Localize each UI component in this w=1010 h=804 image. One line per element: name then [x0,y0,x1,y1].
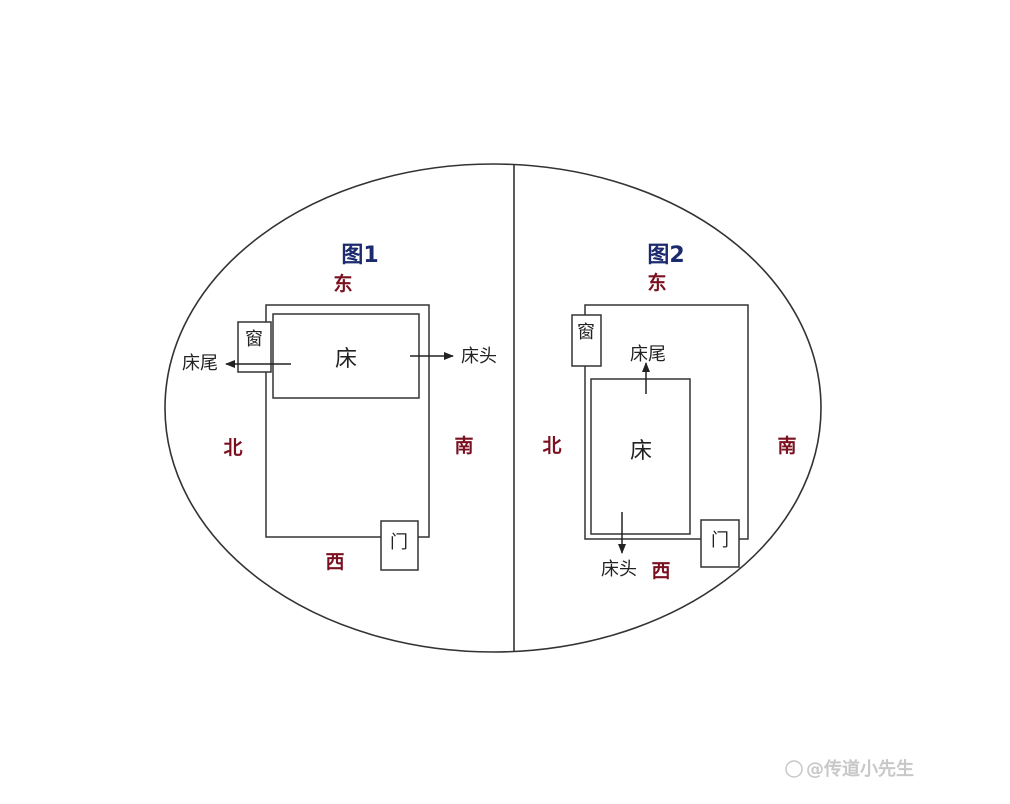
figure-1-south-label: 南 [454,435,473,457]
figure-2-door [700,519,740,568]
figure-2-north-label: 北 [542,435,561,457]
figure-1-door [380,520,419,571]
figure-1-east-label: 东 [333,272,352,295]
figure-2-bed-label: 床 [630,439,652,464]
paw-icon [785,760,803,778]
figure-1-bed-label: 床 [335,347,357,372]
figure-2-bed-foot-label: 床尾 [630,344,666,365]
figure-1-room [265,304,430,538]
figure-2-window-label: 窗 [577,322,595,343]
figure-1-bed-foot-label: 床尾 [182,353,218,374]
figure-2-west-label: 西 [651,560,670,582]
figure-2: 图2 东 北 南 西 窗 床 门 床尾 床头 [542,243,796,582]
figure-1-bed-head-label: 床头 [461,346,497,367]
watermark: @传道小先生 [785,758,914,780]
figure-1: 图1 东 北 南 西 床 窗 门 床尾 床头 [182,243,497,573]
figure-2-window [571,314,602,367]
figure-1-window-label: 窗 [245,329,263,350]
figure-1-door-label: 门 [390,532,408,553]
figure-2-title: 图2 [647,243,684,268]
outer-ellipse [164,163,822,653]
watermark-text: @传道小先生 [806,758,914,780]
figure-2-east-label: 东 [647,271,666,294]
figure-1-title: 图1 [341,243,378,268]
figure-1-bed [272,313,420,399]
figure-2-bed-head-label: 床头 [601,559,637,580]
figure-2-door-label: 门 [711,530,729,551]
figure-1-west-label: 西 [325,551,344,573]
figure-2-south-label: 南 [777,435,796,457]
figure-2-room [584,304,749,540]
figure-1-north-label: 北 [223,437,242,459]
figure-2-bed [590,378,691,535]
